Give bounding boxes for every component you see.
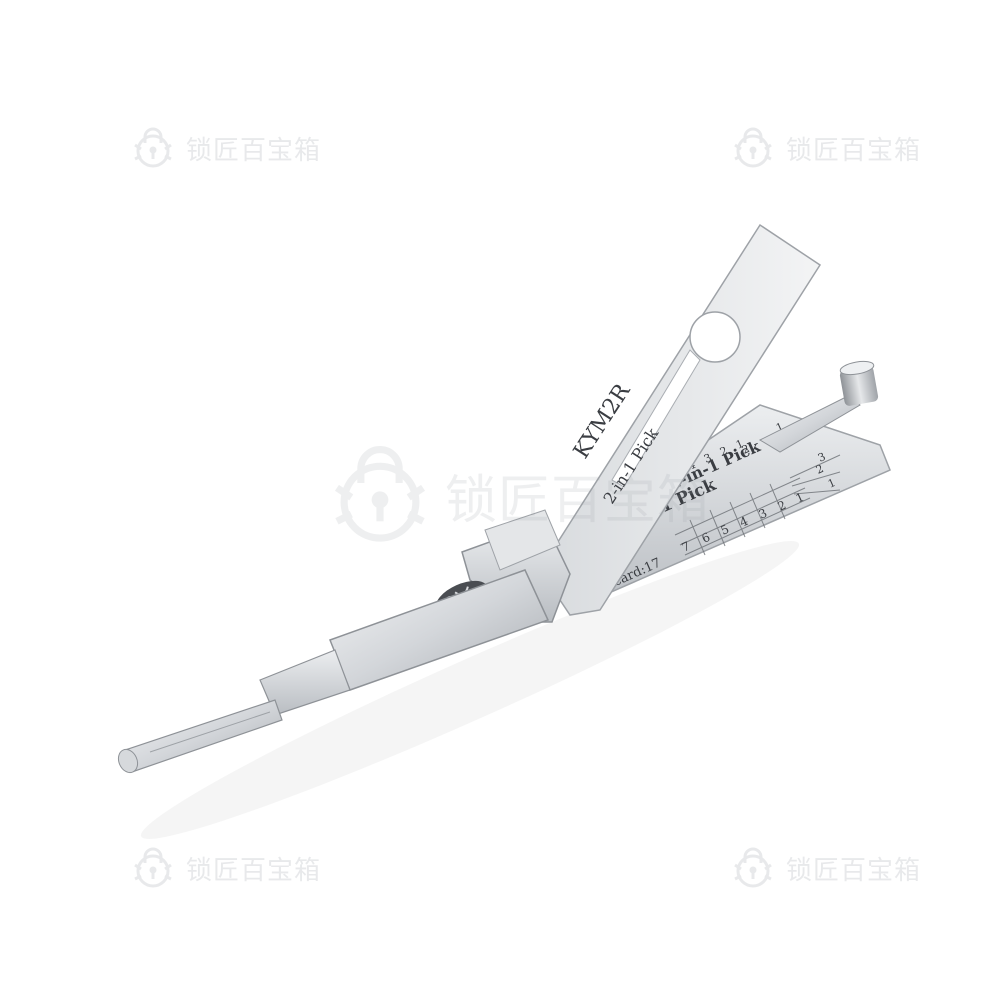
side-number: 2 [740,442,752,457]
pin-number: 2 [718,444,730,459]
watermark-top-right: 锁匠百宝箱 [730,125,921,171]
padlock-gear-icon [134,847,172,888]
side-number: 1 [774,420,786,435]
side-number: 3 [816,450,828,465]
watermark-text: 锁匠百宝箱 [186,135,322,166]
blade-hole [689,311,741,363]
side-number: 2 [814,462,826,477]
watermark-text: 锁匠百宝箱 [786,855,922,886]
watermark-text: 锁匠百宝箱 [186,855,322,886]
pick-tip-end [117,748,139,774]
collar-band [484,509,561,571]
blade-slot [611,349,701,488]
watermark-center: 锁匠百宝箱 [325,440,710,550]
watermark-text: 锁匠百宝箱 [445,470,711,531]
pin-number: 1 [734,437,746,452]
watermark-text: 锁匠百宝箱 [786,135,922,166]
side-numbers: 1 2 3 1 2 [740,420,838,491]
padlock-gear-icon [334,446,426,542]
upper-blade [539,223,822,616]
lever-arm [758,394,861,453]
padlock-gear-icon [734,847,772,888]
pin-number: 3 [702,451,714,466]
gauge-grid [674,454,841,556]
side-number: 1 [826,476,838,491]
watermark-top-left: 锁匠百宝箱 [130,125,321,171]
watermark-bottom-right: 锁匠百宝箱 [730,845,921,891]
padlock-gear-icon [134,127,172,168]
tool-shadow [140,541,800,839]
lever-knob [839,360,879,406]
padlock-gear-icon [734,127,772,168]
watermark-bottom-left: 锁匠百宝箱 [130,845,321,891]
pick-tip-line [149,711,271,753]
